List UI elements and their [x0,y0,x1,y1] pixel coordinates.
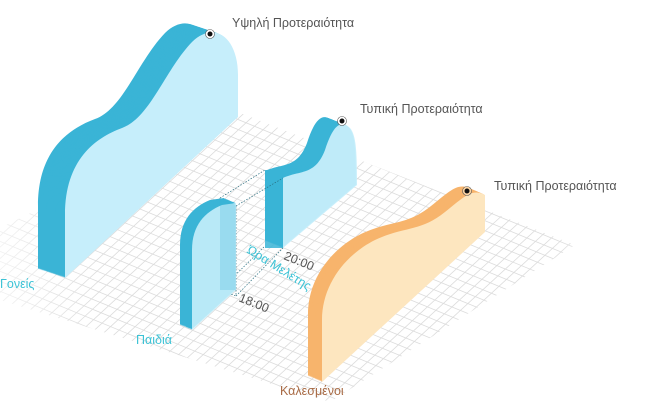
group-label-parents: Γονείς [0,277,34,291]
grid-line [0,0,35,32]
parents-block [38,23,238,278]
study-start-slice [220,198,236,290]
grid-line [0,0,60,55]
priority-marker-parents [205,29,215,39]
priority-label-guests: Τυπική Προτεραιότητα [494,179,617,193]
grid-line [579,0,650,29]
grid-line [433,0,650,89]
priority-marker-guests [462,186,472,196]
grid-line [628,0,650,9]
guests-block [308,186,485,382]
priority-label-parents: Υψηλή Προτεραιότητα [232,16,354,30]
grid-line [0,0,10,10]
grid-line [0,0,72,66]
parents-block-front [65,32,238,278]
grid-line [0,0,84,77]
grid-line [457,0,650,79]
group-label-children: Παιδιά [136,333,172,347]
grid-line [603,0,650,19]
grid-line [409,0,650,99]
grid-line [530,0,650,49]
grid-line [0,0,96,89]
group-label-guests: Καλεσμένοι [280,384,344,398]
grid-line [0,0,23,21]
guests-block-front [322,192,485,382]
study-end-slice [265,170,283,248]
children-block-front-face [192,203,236,330]
children-block-front [180,198,236,330]
grid-line [0,0,121,111]
grid-line [482,0,650,69]
grid-line [555,0,650,39]
priority-label-children: Τυπική Προτεραιότητα [360,102,483,116]
grid-line [0,0,47,43]
priority-marker-children [337,116,347,126]
grid-line [0,0,109,100]
grid-line [384,0,650,109]
grid-line [506,0,650,59]
children-block-back [265,117,357,248]
children-block-back-front [283,124,357,248]
